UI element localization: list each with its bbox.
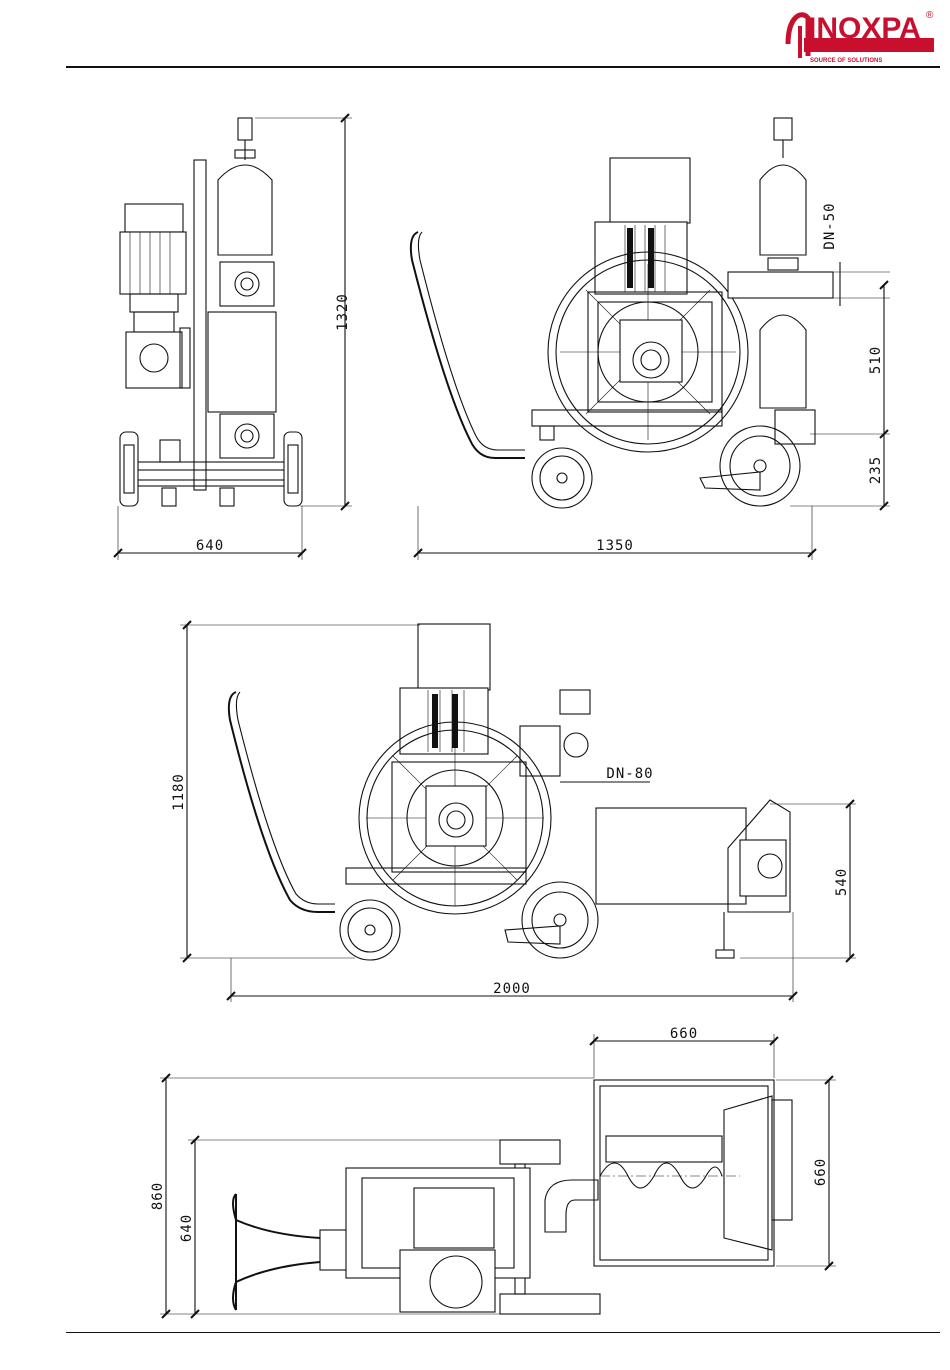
elevation-outlet-label: DN-80 [606,766,653,782]
footer-rule [66,1332,940,1333]
elevation-height-dimension: 1180 [171,773,187,811]
elevation-length-dimension: 2000 [493,981,531,997]
side-base-height-dimension: 235 [868,456,884,484]
side-connection-height-dimension: 510 [868,346,884,374]
side-view: DN-50 510 235 1350 [411,118,890,560]
elevation-hopper-height-dimension: 540 [834,868,850,896]
plan-view: 660 660 860 640 [150,1026,836,1318]
side-outlet-label: DN-50 [822,202,838,249]
plan-hopper-width-dimension: 660 [670,1026,698,1042]
front-height-dimension: 1320 [335,293,351,331]
front-view: 1320 640 [114,114,352,560]
plan-hopper-depth-dimension: 660 [813,1158,829,1186]
plan-frame-width-dimension: 640 [179,1214,195,1242]
side-length-dimension: 1350 [596,538,634,554]
plan-width-dimension: 860 [150,1182,166,1210]
front-width-dimension: 640 [196,538,224,554]
elevation-view: DN-80 1180 540 2000 [171,621,856,1002]
